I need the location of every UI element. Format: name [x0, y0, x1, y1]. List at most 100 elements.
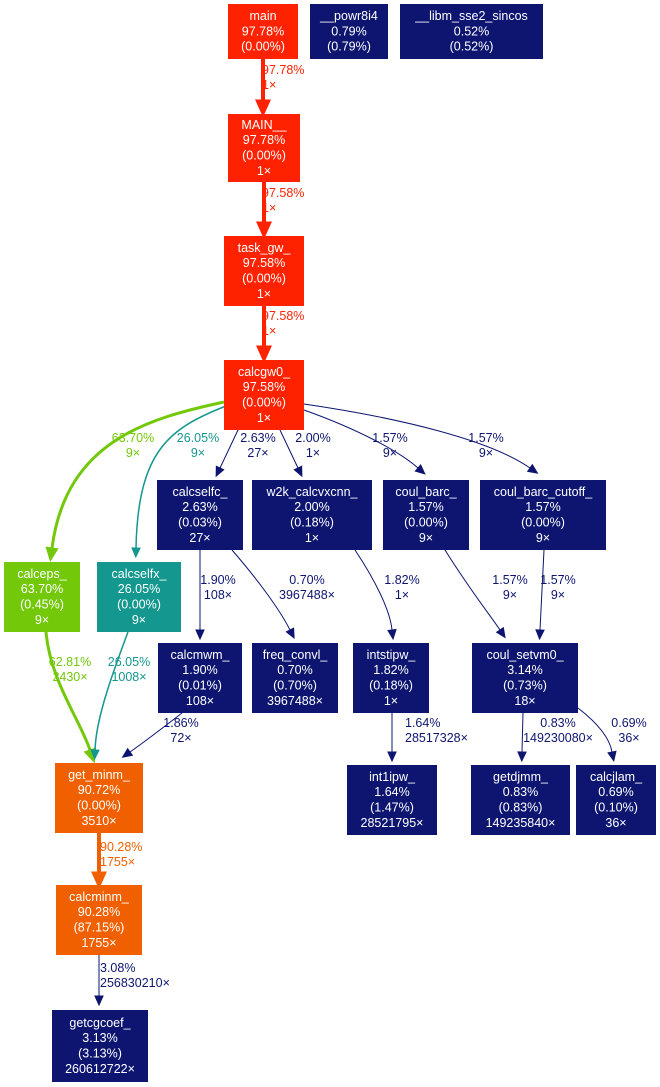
- edge-line: [444, 549, 501, 631]
- nodes-layer: main97.78%(0.00%)__powr8i40.79%(0.79%)__…: [4, 4, 656, 1082]
- edge-arrowhead: [414, 464, 426, 475]
- node-box: [472, 643, 578, 713]
- node-box: [228, 114, 300, 182]
- edge-line: [354, 549, 393, 631]
- edge-coul_barc_cutoff-coul_setvm0: 1.57%9×: [535, 549, 576, 641]
- node-self-percent: (0.10%): [594, 801, 638, 815]
- edge-percent-label: 0.69%: [611, 716, 646, 730]
- node-total-percent: 63.70%: [21, 582, 63, 596]
- node-calcjlam: calcjlam_0.69%(0.10%)36×: [576, 765, 656, 835]
- edges-layer: 97.78%1×97.58%1×97.58%1×63.70%9×26.05%9×…: [44, 59, 647, 1007]
- edge-arrowhead: [121, 747, 134, 758]
- node-function-name: calcselfx_: [112, 567, 168, 581]
- edge-line: [279, 429, 299, 469]
- node-function-name: w2k_calcvxcnn_: [265, 485, 358, 499]
- edge-coul_setvm0-getdjmm: 0.83%149230080×: [517, 712, 593, 763]
- edge-percent-label: 97.58%: [262, 309, 304, 323]
- edge-arrowhead: [495, 626, 506, 639]
- edge-percent-label: 97.78%: [262, 63, 304, 77]
- node-function-name: __powr8i4: [319, 9, 378, 23]
- edge-calls-label: 36×: [618, 731, 639, 745]
- node-total-percent: 3.13%: [82, 1031, 117, 1045]
- node-box: [157, 480, 243, 550]
- edge-calcmwm-get_minm: 1.86%72×: [121, 712, 199, 758]
- edge-calls-label: 9×: [191, 446, 205, 460]
- node-box: [353, 643, 429, 713]
- edge-calls-label: 2430×: [52, 670, 87, 684]
- node-self-percent: (0.00%): [242, 149, 286, 163]
- edge-arrowhead: [195, 629, 205, 641]
- node-function-name: coul_barc_: [395, 485, 457, 499]
- edge-calcgw0-w2k_calcvxcnn: 2.00%1×: [279, 429, 331, 478]
- edge-percent-label: 1.90%: [200, 573, 235, 587]
- edge-arrowhead: [94, 995, 104, 1007]
- node-call-count: 1755×: [81, 936, 116, 950]
- node-box: [55, 763, 143, 833]
- edge-line: [135, 405, 227, 549]
- node-getdjmm: getdjmm_0.83%(0.83%)149235840×: [471, 765, 570, 835]
- edge-percent-label: 1.57%: [492, 573, 527, 587]
- node-call-count: 9×: [132, 613, 146, 627]
- edge-percent-label: 1.86%: [163, 716, 198, 730]
- edge-calls-label: 9×: [503, 588, 517, 602]
- edge-calls-label: 1008×: [111, 670, 146, 684]
- node-total-percent: 2.00%: [294, 500, 329, 514]
- edge-calls-label: 1×: [306, 446, 320, 460]
- edge-percent-label: 1.57%: [540, 573, 575, 587]
- node-MAIN: MAIN__97.78%(0.00%)1×: [228, 114, 300, 182]
- edge-calcselfc-calcmwm: 1.90%108×: [195, 550, 236, 641]
- edge-percent-label: 26.05%: [177, 431, 219, 445]
- node-total-percent: 97.58%: [243, 380, 285, 394]
- node-total-percent: 90.72%: [78, 783, 120, 797]
- edge-coul_barc-coul_setvm0: 1.57%9×: [444, 549, 528, 639]
- node-total-percent: 3.14%: [507, 663, 542, 677]
- node-call-count: 27×: [189, 531, 210, 545]
- node-calcselfc: calcselfc_2.63%(0.03%)27×: [157, 480, 243, 550]
- node-function-name: MAIN__: [241, 118, 287, 132]
- node-function-name: freq_convl_: [263, 648, 329, 662]
- node-total-percent: 1.82%: [373, 663, 408, 677]
- edge-percent-label: 90.28%: [100, 840, 142, 854]
- edge-coul_setvm0-calcjlam: 0.69%36×: [577, 707, 647, 763]
- node-box: [158, 643, 242, 713]
- edge-calls-label: 1×: [262, 78, 276, 92]
- node-box: [576, 765, 656, 835]
- node-self-percent: (0.00%): [117, 598, 161, 612]
- node-function-name: coul_setvm0_: [486, 648, 564, 662]
- edge-arrowhead: [607, 750, 617, 763]
- edge-line: [50, 400, 225, 549]
- node-function-name: int1ipw_: [369, 770, 416, 784]
- node-call-count: 9×: [419, 531, 433, 545]
- node-call-count: 1×: [384, 694, 398, 708]
- node-calcminm: calcminm_90.28%(87.15%)1755×: [56, 885, 142, 955]
- node-coul_barc: coul_barc_1.57%(0.00%)9×: [383, 480, 469, 550]
- edge-line: [521, 712, 524, 753]
- node-freq_convl: freq_convl_0.70%(0.70%)3967488×: [252, 643, 338, 713]
- node-function-name: calcjlam_: [590, 770, 643, 784]
- node-function-name: calcgw0_: [238, 365, 291, 379]
- edge-calcgw0-coul_barc_cutoff: 1.57%9×: [303, 403, 539, 474]
- edge-calls-label: 149230080×: [523, 731, 593, 745]
- edge-task_gw-calcgw0: 97.58%1×: [256, 306, 304, 364]
- node-function-name: getcgcoef_: [69, 1016, 131, 1030]
- node-w2k_calcvxcnn: w2k_calcvxcnn_2.00% (0.18%)1×: [252, 480, 372, 550]
- node-self-percent: (0.52%): [450, 40, 494, 54]
- edge-line: [129, 712, 183, 753]
- edge-arrowhead: [293, 465, 303, 478]
- node-call-count: 18×: [514, 694, 535, 708]
- edge-arrowhead: [256, 345, 272, 364]
- node-getcgcoef: getcgcoef_3.13%(3.13%)260612722×: [52, 1010, 148, 1082]
- node-call-count: 108×: [186, 694, 214, 708]
- node-call-count: 1×: [305, 531, 319, 545]
- edge-percent-label: 26.05%: [108, 655, 150, 669]
- node-call-count: 3510×: [81, 814, 116, 828]
- node-call-count: 3967488×: [267, 694, 323, 708]
- edge-arrowhead: [256, 221, 272, 240]
- node-self-percent: (0.18%): [290, 516, 334, 530]
- node-function-name: main: [249, 9, 276, 23]
- edge-calls-label: 1×: [395, 588, 409, 602]
- edge-calcselfx-get_minm: 26.05%1008×: [90, 631, 150, 761]
- node-task_gw: task_gw_97.58%(0.00%)1×: [224, 236, 304, 306]
- edge-arrowhead: [90, 749, 100, 761]
